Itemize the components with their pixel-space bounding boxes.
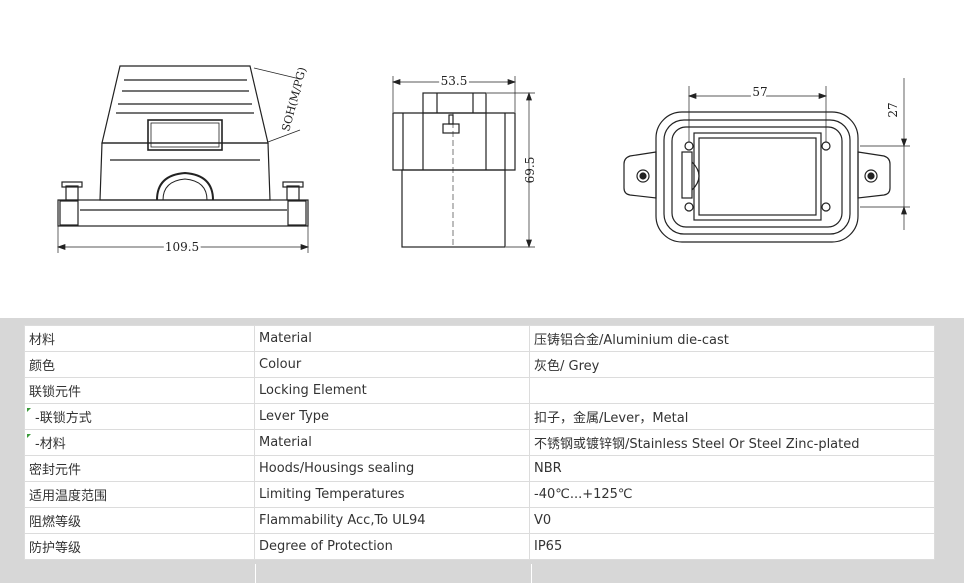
spec-label-zh: 适用温度范围 (24, 481, 255, 508)
table-row: -材料 Material 不锈钢或镀锌钢/Stainless Steel Or … (24, 429, 935, 456)
spec-label-zh: -材料 (24, 429, 255, 456)
spec-value: 压铸铝合金/Aluminium die-cast (529, 325, 935, 352)
spec-value: 扣子，金属/Lever，Metal (529, 403, 935, 430)
front-width-dimension (56, 226, 310, 253)
table-row: 密封元件 Hoods/Housings sealing NBR (24, 455, 935, 482)
spec-table-area: 材料 Material 压铸铝合金/Aluminium die-cast 颜色 … (0, 318, 964, 583)
side-height-label: 69.5 (523, 157, 537, 184)
table-row: -联锁方式 Lever Type 扣子，金属/Lever，Metal (24, 403, 935, 430)
top-height-label: 27 (886, 102, 900, 117)
cable-entry-leader (253, 67, 301, 143)
spec-table: 材料 Material 压铸铝合金/Aluminium die-cast 颜色 … (24, 325, 935, 560)
top-dimensions (687, 78, 910, 230)
spec-label-zh: 颜色 (24, 351, 255, 378)
side-view-drawing (392, 92, 516, 248)
column-divider (255, 564, 256, 583)
technical-drawings: 109.5 SOH(M/PG) 53.5 69.5 57 27 (56, 65, 910, 254)
spec-value: 灰色/ Grey (529, 351, 935, 378)
column-divider (531, 564, 532, 583)
spec-label-en: Flammability Acc,To UL94 (254, 507, 530, 534)
table-row: 适用温度范围 Limiting Temperatures -40℃...+125… (24, 481, 935, 508)
spec-label-en: Hoods/Housings sealing (254, 455, 530, 482)
spec-label-zh: 阻燃等级 (24, 507, 255, 534)
table-row: 材料 Material 压铸铝合金/Aluminium die-cast (24, 325, 935, 352)
table-row: 联锁元件 Locking Element (24, 377, 935, 404)
spec-value: NBR (529, 455, 935, 482)
spec-label-en: Material (254, 325, 530, 352)
spec-value (529, 377, 935, 404)
spec-value: V0 (529, 507, 935, 534)
side-width-label: 53.5 (441, 74, 468, 88)
spec-label-en: Locking Element (254, 377, 530, 404)
spec-label-en: Degree of Protection (254, 533, 530, 560)
spec-label-en: Limiting Temperatures (254, 481, 530, 508)
spec-label-zh: 材料 (24, 325, 255, 352)
spec-label-zh: 防护等级 (24, 533, 255, 560)
top-view-drawing (623, 111, 891, 243)
spec-value: IP65 (529, 533, 935, 560)
spec-value: -40℃...+125℃ (529, 481, 935, 508)
spec-value: 不锈钢或镀锌钢/Stainless Steel Or Steel Zinc-pl… (529, 429, 935, 456)
spec-label-en: Lever Type (254, 403, 530, 430)
spec-label-zh: 联锁元件 (24, 377, 255, 404)
front-width-label: 109.5 (165, 240, 199, 254)
spec-label-en: Material (254, 429, 530, 456)
spec-label-en: Colour (254, 351, 530, 378)
spec-label-zh: -联锁方式 (24, 403, 255, 430)
spec-label-zh: 密封元件 (24, 455, 255, 482)
table-row: 防护等级 Degree of Protection IP65 (24, 533, 935, 560)
cable-entry-label: SOH(M/PG) (279, 66, 309, 133)
side-dimensions (391, 76, 535, 249)
front-view-drawing (57, 65, 309, 227)
table-row: 颜色 Colour 灰色/ Grey (24, 351, 935, 378)
table-row: 阻燃等级 Flammability Acc,To UL94 V0 (24, 507, 935, 534)
top-width-label: 57 (752, 85, 767, 99)
